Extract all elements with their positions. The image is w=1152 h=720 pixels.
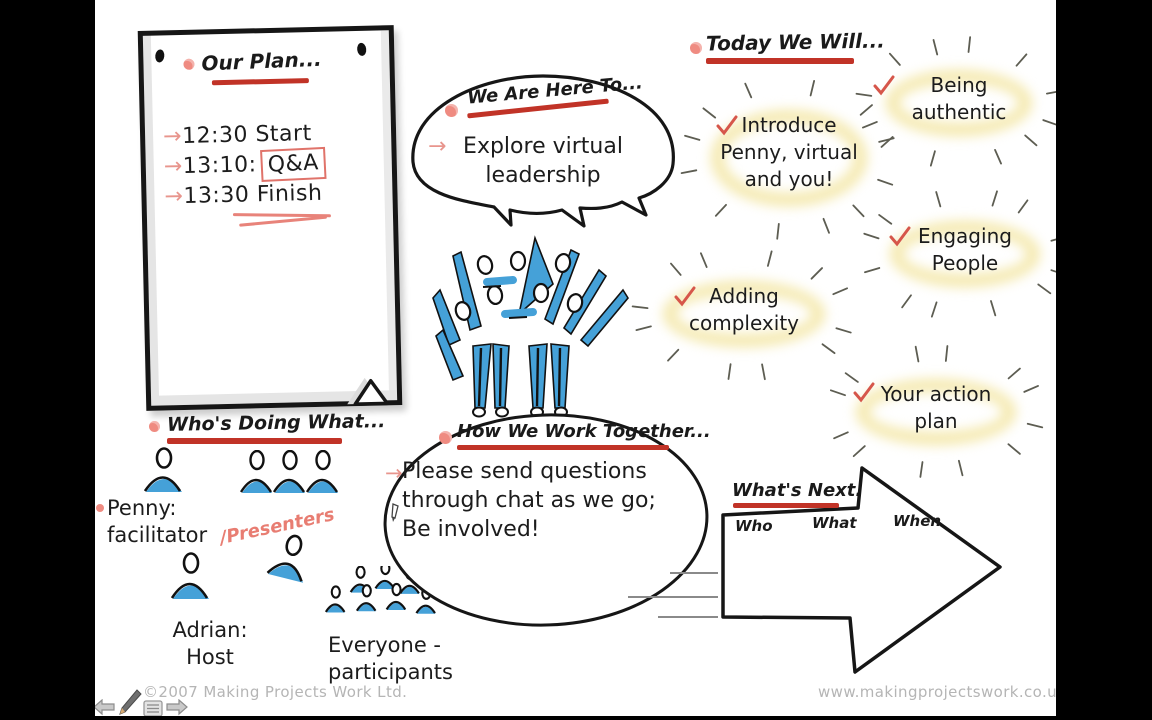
arrow-icon: →: [428, 134, 447, 159]
notes-button[interactable]: [143, 700, 163, 717]
website-text: www.makingprojectswork.co.u: [818, 683, 1058, 701]
bullet-dot-icon: [96, 504, 104, 512]
check-icon: [853, 382, 875, 403]
bullet-dot-icon: [439, 431, 452, 444]
adrian-role-label: Adrian: Host: [172, 618, 248, 669]
how-we-work-bubble: How We Work Together... → Please send qu…: [381, 411, 711, 629]
we-are-here-bubble: We Are Here To... → Explore virtual lead…: [395, 62, 687, 242]
whats-next-title: What's Next...: [732, 480, 876, 501]
plan-item: →13:30 Finish: [164, 180, 331, 227]
goal-label: Introduce Penny, virtual and you!: [720, 113, 858, 191]
pen-tool-button[interactable]: [115, 688, 143, 718]
goal-label: Your action plan: [880, 382, 992, 433]
goal-cloud: Being authentic: [855, 36, 1063, 167]
scribble-underline: [239, 215, 328, 227]
arrow-icon: →: [163, 153, 184, 180]
bullet-dot-icon: [183, 58, 195, 70]
page-fold-icon: [347, 377, 389, 406]
copyright-text: ©2007 Making Projects Work Ltd.: [143, 683, 408, 701]
bullet-dot-icon: [149, 421, 160, 432]
who-title: Who's Doing What...: [166, 410, 386, 436]
arrow-icon: →: [385, 461, 403, 485]
underline: [167, 438, 342, 444]
goal-label: Adding complexity: [689, 284, 799, 335]
pin-icon: [356, 42, 367, 57]
column-when: When: [893, 512, 942, 530]
check-icon: [674, 286, 696, 307]
goal-cloud: Introduce Penny, virtual and you!: [680, 79, 895, 240]
check-icon: [716, 115, 738, 136]
letterbox-right: [1056, 0, 1152, 720]
bullet-dot-icon: [690, 42, 702, 54]
next-steps-arrow: [721, 466, 1002, 674]
oval-bubble-outline: [383, 413, 709, 627]
column-what: What: [812, 514, 857, 532]
how-title: How We Work Together...: [457, 421, 711, 442]
pencil-cursor-icon: [391, 503, 399, 522]
motion-line: [670, 572, 718, 574]
letterbox-left: [0, 0, 95, 720]
check-icon: [873, 75, 895, 96]
motion-line: [628, 596, 718, 598]
underline: [706, 58, 854, 64]
goal-cloud: Your action plan: [829, 345, 1044, 478]
our-plan-list: →12:30 Start →13:10:Q&A →13:30 Finish: [162, 120, 331, 227]
crowd-raised-arms-illustration: [432, 235, 629, 418]
goal-label: Being authentic: [911, 73, 1007, 124]
underline: [211, 78, 309, 86]
arrow-icon: →: [162, 123, 183, 150]
how-text: Please send questions through chat as we…: [402, 459, 656, 542]
next-slide-button[interactable]: [166, 699, 188, 716]
person-icon: [144, 447, 182, 492]
penny-role-label: Penny: facilitator: [107, 496, 208, 547]
person-icon: [266, 534, 304, 583]
letterbox-bottom: [0, 716, 1152, 720]
our-plan-title: Our Plan...: [201, 46, 322, 76]
plan-item: →12:30 Start: [162, 121, 312, 150]
check-icon: [889, 226, 911, 247]
pin-icon: [154, 48, 166, 63]
today-title: Today We Will...: [705, 28, 885, 56]
we-are-here-text: Explore virtual leadership: [463, 134, 623, 188]
goal-cloud: Engaging People: [863, 190, 1067, 318]
previous-slide-button[interactable]: [93, 699, 115, 716]
everyone-role-label: Everyone - participants: [328, 633, 453, 684]
our-plan-notepad: Our Plan... →12:30 Start →13:10:Q&A →13:…: [137, 25, 403, 411]
people-group-icon: [240, 450, 339, 493]
plan-item: →13:10:Q&A: [163, 146, 327, 184]
bullet-dot-icon: [445, 104, 458, 117]
underline: [457, 445, 669, 450]
goal-label: Engaging People: [918, 224, 1012, 275]
crowd-group-icon: [324, 566, 436, 614]
motion-line: [658, 616, 718, 618]
goal-cloud: Adding complexity: [631, 250, 852, 381]
underline: [733, 503, 839, 508]
column-who: Who: [735, 517, 773, 535]
highlight-box: Q&A: [259, 146, 327, 183]
arrow-icon: →: [164, 183, 184, 210]
person-icon: [171, 552, 209, 599]
